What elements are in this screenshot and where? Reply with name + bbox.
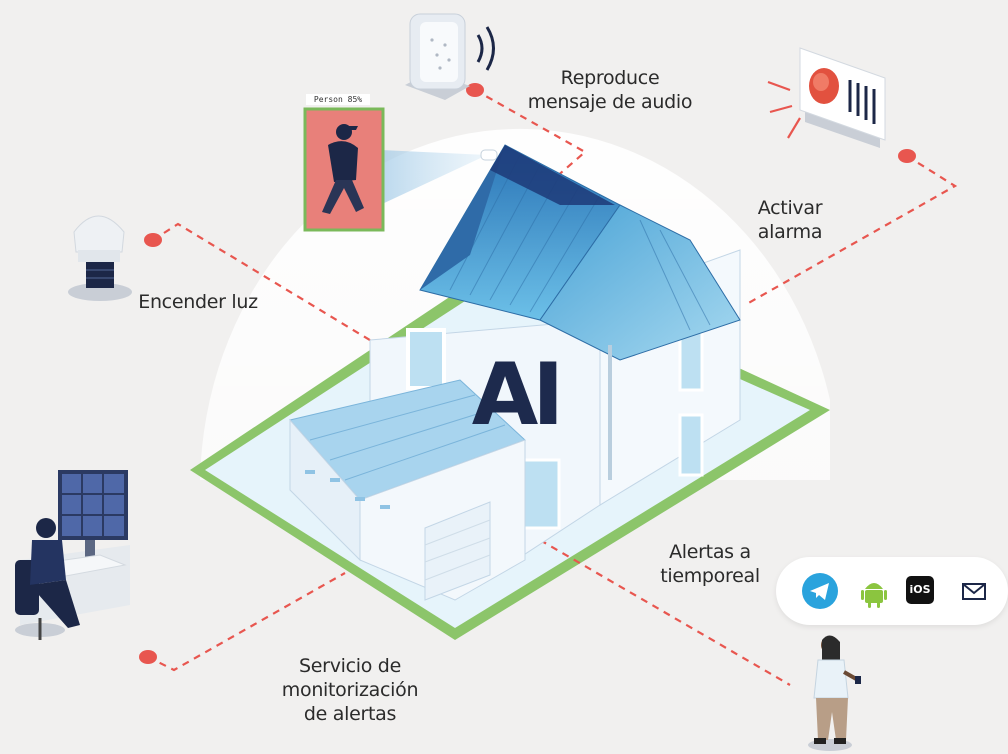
connection-lines [147, 89, 958, 686]
label-alerts-line-2: tiemporeal [660, 565, 760, 587]
security-camera-icon [480, 149, 498, 161]
label-alarm-line-1: Activar [757, 197, 823, 219]
camera-beam [380, 150, 487, 205]
line-monitoring [147, 572, 346, 672]
alarm-icon [767, 47, 886, 148]
line-alerts [539, 539, 791, 686]
light-bulb-icon [68, 215, 132, 301]
label-alerts: Alertas a tiemporeal [650, 540, 770, 588]
label-monitoring-line-2: monitorización [281, 679, 419, 701]
line-alarm [744, 155, 958, 306]
label-alerts-line-1: Alertas a [669, 541, 751, 563]
speaker-icon [405, 13, 495, 100]
android-icon [861, 583, 887, 608]
label-monitoring-line-3: de alertas [303, 703, 397, 725]
line-light [152, 222, 379, 346]
label-audio: Reproduce mensaje de audio [520, 66, 700, 114]
label-monitoring: Servicio de monitorización de alertas [270, 654, 430, 726]
line-audio [474, 89, 587, 179]
notification-apps-bubble: iOS [776, 557, 1008, 625]
monitoring-operator-icon [15, 470, 130, 640]
person-receiving-alerts-icon [808, 635, 861, 751]
label-alarm: Activar alarma [740, 196, 840, 244]
label-light: Encender luz [128, 290, 268, 314]
label-light-line-1: Encender luz [138, 291, 258, 313]
label-audio-line-1: Reproduce [560, 67, 660, 89]
mail-icon [962, 583, 986, 600]
window [678, 413, 704, 477]
person-detection [303, 107, 385, 232]
window [406, 328, 446, 390]
house [289, 144, 741, 601]
label-audio-line-2: mensaje de audio [527, 91, 693, 113]
ai-label: AI [471, 345, 565, 445]
connection-dots [139, 83, 916, 664]
telegram-icon [802, 573, 838, 609]
ios-icon: iOS [906, 576, 934, 604]
label-alarm-line-2: alarma [757, 221, 823, 243]
detection-tag: Person 85% [306, 94, 370, 105]
label-monitoring-line-1: Servicio de [299, 655, 401, 677]
